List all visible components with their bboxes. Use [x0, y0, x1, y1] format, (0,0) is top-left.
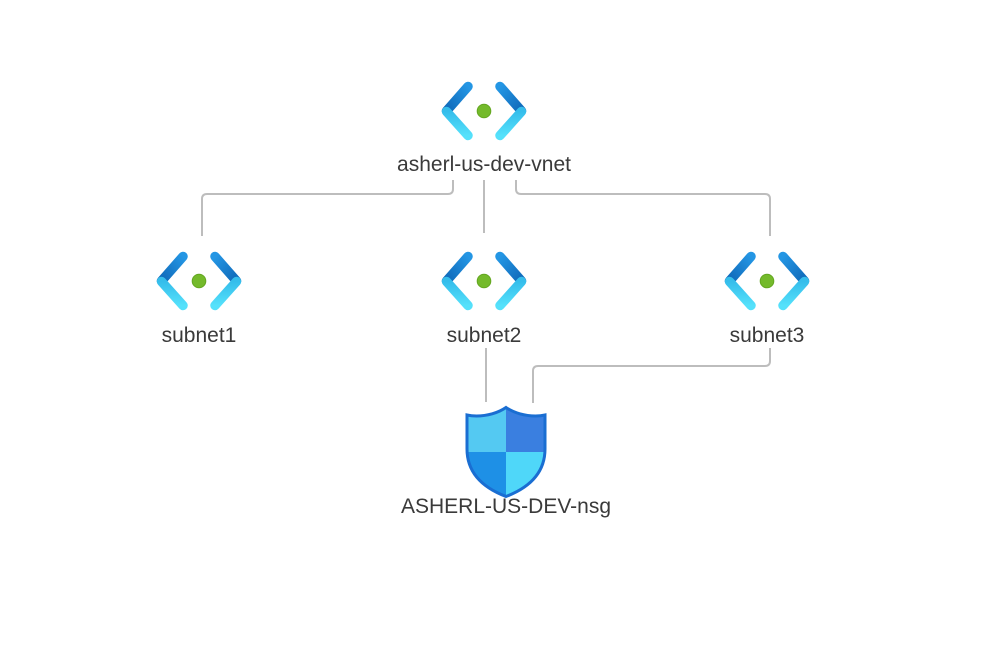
- vnet-label: asherl-us-dev-vnet: [397, 153, 571, 176]
- edge-vnet-subnet3: [515, 180, 771, 236]
- subnet-icon: [440, 251, 528, 311]
- virtual-network-icon: [440, 81, 528, 141]
- node-vnet[interactable]: asherl-us-dev-vnet: [397, 81, 571, 181]
- nsg-label: ASHERL-US-DEV-nsg: [400, 495, 612, 518]
- edge-vnet-subnet1: [201, 180, 454, 236]
- node-subnet3[interactable]: subnet3: [723, 251, 811, 351]
- edge-subnet3-nsg: [532, 348, 771, 403]
- subnet3-label: subnet3: [729, 324, 805, 347]
- subnet-icon: [723, 251, 811, 311]
- network-security-group-shield-icon: [465, 406, 547, 498]
- subnet1-label: subnet1: [161, 324, 237, 347]
- node-nsg[interactable]: ASHERL-US-DEV-nsg: [401, 404, 611, 518]
- subnet2-label: subnet2: [446, 324, 522, 347]
- subnet-icon: [155, 251, 243, 311]
- node-subnet2[interactable]: subnet2: [440, 251, 528, 351]
- node-subnet1[interactable]: subnet1: [155, 251, 243, 351]
